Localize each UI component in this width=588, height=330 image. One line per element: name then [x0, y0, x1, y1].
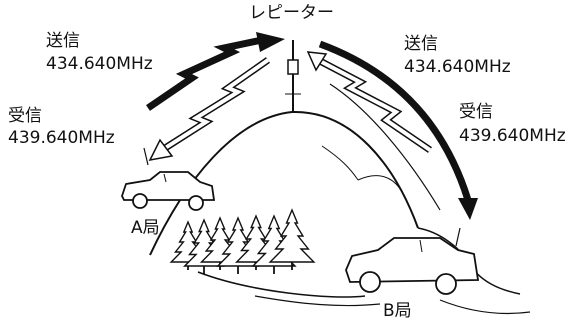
station-b-label: B局: [383, 301, 412, 321]
station-a-label: A局: [131, 218, 160, 238]
right-receive-title: 受信: [459, 102, 493, 122]
left-receive-signal: [148, 57, 271, 162]
right-transmit-frequency: 434.640MHz: [404, 57, 511, 77]
station-b-car-icon: [345, 227, 480, 295]
left-transmit-frequency: 434.640MHz: [46, 54, 153, 74]
right-receive-frequency: 439.640MHz: [459, 126, 566, 146]
left-transmit-signal: [146, 32, 285, 111]
right-receive-signal: [306, 51, 441, 211]
station-a-car-icon: [121, 147, 216, 211]
left-transmit-title: 送信: [46, 31, 80, 51]
repeater-label: レピーター: [249, 3, 334, 23]
left-receive-title: 受信: [8, 106, 42, 126]
tree-icon: [268, 208, 316, 270]
left-receive-frequency: 439.640MHz: [8, 128, 115, 148]
repeater-antenna-icon: [285, 40, 301, 112]
right-transmit-title: 送信: [404, 34, 438, 54]
forest: [169, 208, 316, 274]
right-transmit-signal: [318, 40, 478, 220]
